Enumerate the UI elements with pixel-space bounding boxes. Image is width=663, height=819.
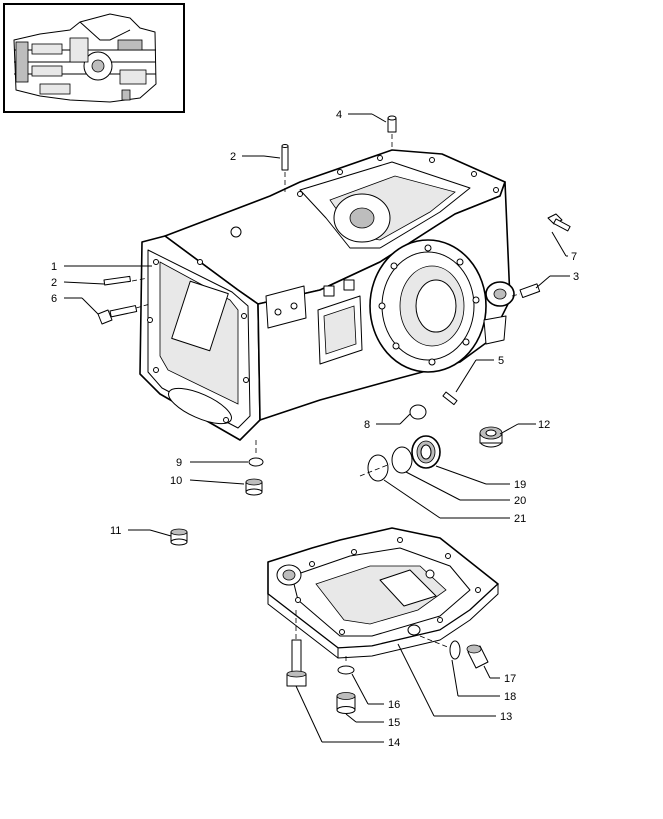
bearing-19 — [411, 435, 441, 469]
callout-19: 19 — [514, 479, 526, 491]
o-ring-18 — [449, 640, 461, 660]
plug-15 — [336, 692, 356, 714]
callout-15: 15 — [388, 717, 400, 729]
callout-11: 11 — [110, 525, 121, 537]
callout-21: 21 — [514, 513, 526, 525]
plug-17 — [466, 644, 489, 669]
callout-17: 17 — [504, 673, 516, 685]
callout-labels: 1 2 2 3 4 5 6 7 8 9 10 11 12 13 14 15 16… — [51, 109, 579, 749]
lower-cover-plate — [267, 527, 499, 659]
callout-4: 4 — [336, 109, 342, 121]
callout-10: 10 — [170, 475, 182, 487]
pin-2-upper — [281, 144, 289, 171]
callout-9: 9 — [176, 457, 182, 469]
callout-16: 16 — [388, 699, 400, 711]
o-ring-9 — [248, 457, 264, 467]
callout-5: 5 — [498, 355, 504, 367]
overview-thumbnail — [3, 3, 185, 113]
transmission-housing — [139, 149, 515, 441]
nut-12 — [479, 426, 503, 448]
callout-1: 1 — [51, 261, 57, 273]
dowel-pin-4 — [387, 115, 397, 133]
callout-6: 6 — [51, 293, 57, 305]
bolt-6 — [97, 305, 138, 325]
ring-21 — [367, 454, 389, 482]
ring-20 — [391, 446, 413, 474]
callout-2-lower: 2 — [51, 277, 57, 289]
pin-3 — [519, 283, 541, 299]
pin-2-lower — [103, 275, 131, 286]
plug-11 — [170, 528, 188, 546]
pin-5 — [442, 391, 458, 406]
o-ring-16 — [337, 665, 355, 675]
bolt-7 — [547, 213, 571, 232]
callout-8: 8 — [364, 419, 370, 431]
callout-20: 20 — [514, 495, 526, 507]
callout-7: 7 — [571, 251, 577, 263]
callout-3: 3 — [573, 271, 579, 283]
leader-lines — [63, 113, 570, 743]
callout-2-upper: 2 — [230, 151, 236, 163]
bolt-14 — [286, 639, 307, 687]
plug-10 — [245, 478, 263, 496]
callout-14: 14 — [388, 737, 400, 749]
plug-8 — [409, 404, 427, 420]
callout-13: 13 — [500, 711, 512, 723]
callout-18: 18 — [504, 691, 516, 703]
callout-12: 12 — [538, 419, 550, 431]
